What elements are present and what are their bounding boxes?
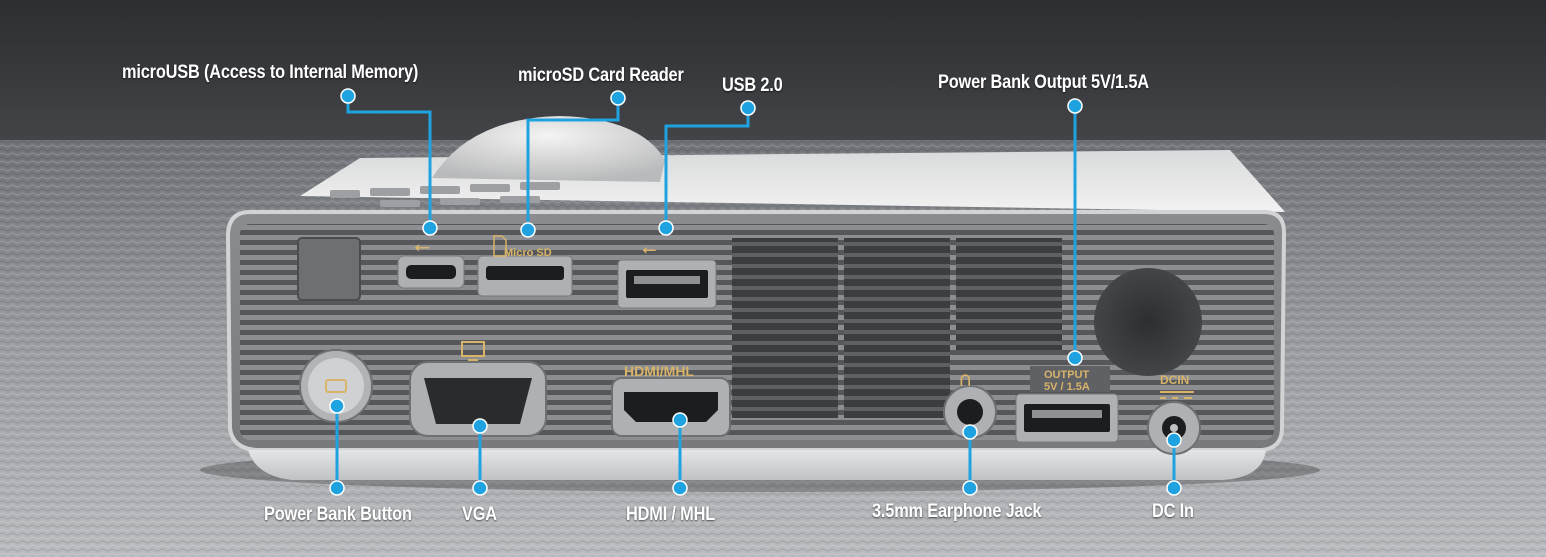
label-hdmi: HDMI / MHL	[626, 504, 716, 525]
headphone-icon: ∩	[958, 367, 973, 391]
usb-icon-micro: ⭠	[414, 234, 430, 258]
label-powerbank-output: Power Bank Output 5V/1.5A	[938, 72, 1149, 93]
sd-card-icon	[493, 235, 507, 257]
ir-sensor	[297, 237, 361, 301]
dc-symbol-icon	[1160, 391, 1194, 399]
label-dcin: DC In	[1152, 501, 1194, 522]
microsd-slot[interactable]	[477, 255, 573, 297]
microsd-print: Micro SD	[504, 247, 552, 259]
projector: ⭠ Micro SD ⭠ H	[200, 116, 1320, 492]
label-microsd: microSD Card Reader	[518, 65, 684, 86]
usb-icon: ⭠	[642, 239, 656, 260]
label-powerbank-button: Power Bank Button	[264, 504, 412, 525]
lens-dome	[432, 116, 665, 182]
keypad	[330, 182, 560, 207]
label-earphone: 3.5mm Earphone Jack	[872, 501, 1042, 522]
label-microusb: microUSB (Access to Internal Memory)	[122, 62, 419, 83]
label-usb: USB 2.0	[722, 75, 783, 96]
speaker-grille	[1094, 268, 1202, 376]
vga-port[interactable]	[409, 361, 547, 437]
output-label-plate	[1030, 366, 1110, 392]
monitor-icon	[461, 341, 485, 361]
microusb-port[interactable]	[397, 255, 465, 289]
leader-dots	[329, 88, 1182, 496]
output-usb-port[interactable]	[1015, 393, 1119, 443]
usb-port[interactable]	[617, 259, 717, 309]
dc-in-port[interactable]	[1147, 401, 1201, 455]
output-print-line2: 5V / 1.5A	[1044, 381, 1090, 393]
dcin-print: DCIN	[1160, 373, 1189, 387]
output-print-line1: OUTPUT	[1044, 369, 1090, 381]
label-vga: VGA	[462, 504, 497, 525]
vent-grille	[732, 238, 1062, 418]
hdmi-print: HDMI/MHL	[624, 363, 694, 379]
earphone-jack[interactable]	[943, 385, 997, 439]
hdmi-port[interactable]	[611, 377, 731, 437]
leader-lines	[335, 96, 1176, 488]
backdrop-wall	[0, 0, 1546, 160]
